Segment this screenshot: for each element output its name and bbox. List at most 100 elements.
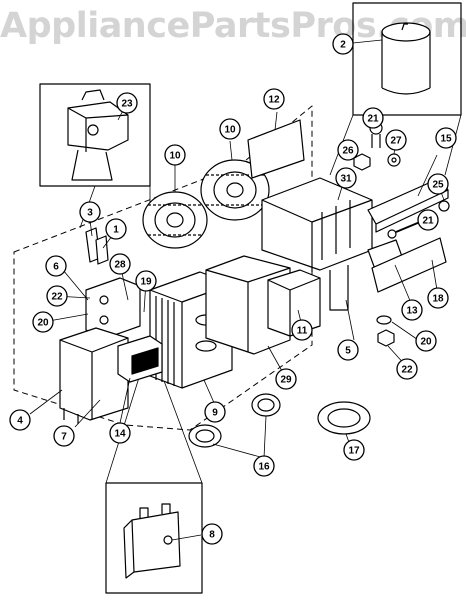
callout-number: 25 [432, 180, 444, 191]
washer-27 [387, 153, 401, 167]
ring-17 [317, 401, 371, 435]
callout-number: 5 [345, 346, 351, 357]
ring-16-left [188, 424, 222, 448]
callout-number: 31 [340, 174, 352, 185]
callout-circle [46, 285, 68, 307]
callout-number: 17 [348, 446, 360, 457]
callout-28: 28 [109, 253, 131, 275]
callout-circle [116, 92, 138, 114]
callout-number: 11 [297, 326, 308, 337]
callout-number: 10 [169, 151, 181, 162]
callout-number: 29 [280, 375, 292, 386]
callout-16: 16 [253, 455, 275, 477]
callout-29: 29 [275, 368, 297, 390]
callout-circle [335, 167, 357, 189]
callout-31: 31 [335, 167, 357, 189]
callout-number: 15 [440, 134, 452, 145]
nut-22-right [377, 329, 395, 347]
callout-number: 20 [420, 337, 432, 348]
callout-circle [219, 118, 241, 140]
callout-circle [427, 287, 449, 309]
timer-gear-left [142, 191, 208, 249]
callout-circle [109, 422, 131, 444]
callout-22: 22 [46, 285, 68, 307]
callout-6: 6 [45, 255, 67, 277]
callout-20: 20 [415, 330, 437, 352]
callout-circle [9, 409, 31, 431]
callout-number: 21 [422, 216, 434, 227]
callout-number: 12 [268, 95, 280, 106]
callout-circle [401, 299, 423, 321]
callout-12: 12 [263, 88, 285, 110]
callout-13: 13 [401, 299, 423, 321]
callout-number: 8 [209, 530, 215, 541]
callout-number: 7 [61, 432, 67, 443]
callout-circle [275, 368, 297, 390]
nut-26 [353, 153, 371, 171]
callout-number: 9 [212, 408, 218, 419]
callout-23: 23 [116, 92, 138, 114]
callout-number: 19 [140, 277, 152, 288]
callout-circle [105, 218, 127, 240]
callout-number: 16 [258, 462, 270, 473]
callout-number: 13 [406, 306, 418, 317]
plate-18 [371, 237, 447, 293]
callout-number: 1 [113, 225, 119, 236]
callout-number: 28 [114, 260, 126, 271]
timer-housing [261, 177, 373, 311]
callout-1: 1 [105, 218, 127, 240]
callout-10: 10 [164, 144, 186, 166]
callout-11: 11 [291, 319, 313, 341]
callout-number: 23 [121, 99, 133, 110]
callout-circle [109, 253, 131, 275]
callout-circle [435, 127, 457, 149]
callout-number: 4 [17, 416, 23, 427]
callout-circle [417, 209, 439, 231]
timer-motor-drawing [67, 89, 129, 181]
callout-7: 7 [53, 425, 75, 447]
callout-circle [427, 173, 449, 195]
callout-number: 22 [51, 292, 63, 303]
callout-number: 20 [37, 318, 49, 329]
callout-10: 10 [219, 118, 241, 140]
ring-16-right [251, 393, 281, 417]
callout-19: 19 [135, 270, 157, 292]
callout-number: 27 [390, 136, 402, 147]
callout-circle [79, 201, 101, 223]
callout-number: 6 [53, 262, 59, 273]
callout-number: 14 [114, 429, 126, 440]
callout-circle [201, 523, 223, 545]
callout-circle [263, 88, 285, 110]
inset-box-bracket [105, 482, 203, 594]
inset-box-capacitor [352, 2, 462, 116]
screw-21-mid [387, 221, 421, 239]
callout-20: 20 [32, 311, 54, 333]
callout-circle [32, 311, 54, 333]
callout-circle [204, 401, 226, 423]
callout-circle [135, 270, 157, 292]
callout-circle [164, 144, 186, 166]
callout-number: 21 [367, 114, 379, 125]
panel-12 [247, 119, 305, 179]
callout-circle [337, 139, 359, 161]
callout-number: 18 [432, 294, 444, 305]
callout-circle [337, 339, 359, 361]
callout-circle [343, 439, 365, 461]
callout-circle [332, 33, 354, 55]
capacitor-drawing [381, 22, 431, 95]
assembly-outline [13, 105, 313, 431]
callout-circle [385, 129, 407, 151]
callout-27: 27 [385, 129, 407, 151]
callout-21: 21 [417, 209, 439, 231]
callout-22: 22 [396, 358, 418, 380]
callout-21: 21 [362, 107, 384, 129]
callout-circle [45, 255, 67, 277]
callout-number: 2 [340, 40, 346, 51]
callout-circle [291, 319, 313, 341]
callout-9: 9 [204, 401, 226, 423]
callout-number: 10 [224, 125, 236, 136]
callout-14: 14 [109, 422, 131, 444]
callout-4: 4 [9, 409, 31, 431]
callout-group: 1234567891010111213141516171819202021212… [9, 33, 457, 545]
